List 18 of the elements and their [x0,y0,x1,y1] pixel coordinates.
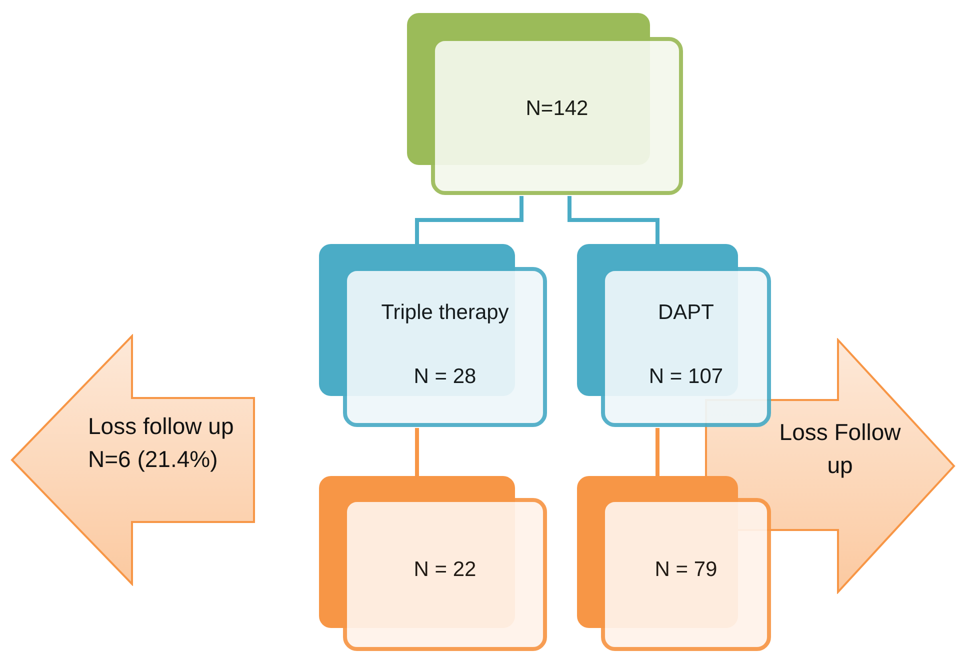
box-text: N = 107 [648,365,724,389]
stacked-box [577,476,772,652]
arrow-text: Loss Follow up [778,418,902,480]
stacked-box [319,244,548,428]
box-text: N = 28 [414,365,476,389]
box-text: N = 22 [414,558,476,582]
box-text: N=142 [526,97,588,121]
box-text: DAPT [658,301,714,325]
box-text: Triple therapy [381,301,509,325]
box-text: N = 79 [654,558,718,582]
connector-line [415,196,524,244]
arrow-text: Loss follow up N=6 (21.4%) [88,412,235,474]
stacked-box [407,13,684,196]
connector-line [415,428,419,476]
connector-line [568,196,660,244]
stacked-box [577,244,772,428]
connector-line [656,428,660,476]
stacked-box [319,476,548,652]
